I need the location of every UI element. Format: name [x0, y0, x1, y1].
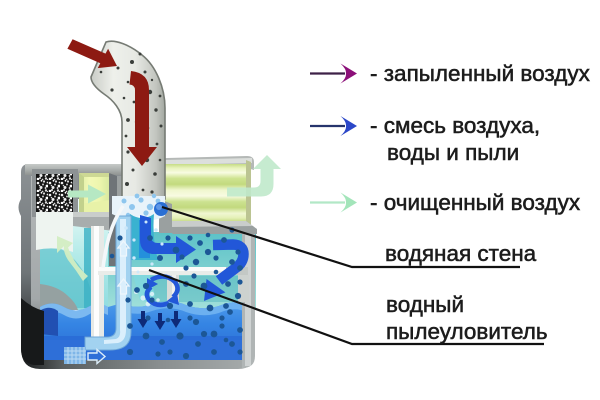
svg-text:- очищенный воздух: - очищенный воздух	[370, 190, 581, 215]
svg-text:водяная стена: водяная стена	[385, 241, 537, 266]
svg-text:водный: водный	[386, 292, 464, 317]
svg-text:воды и пыли: воды и пыли	[387, 140, 519, 165]
svg-text:- смесь воздуха,: - смесь воздуха,	[370, 113, 540, 138]
svg-text:- запыленный воздух: - запыленный воздух	[370, 61, 591, 86]
svg-text:пылеуловитель: пылеуловитель	[386, 319, 548, 344]
